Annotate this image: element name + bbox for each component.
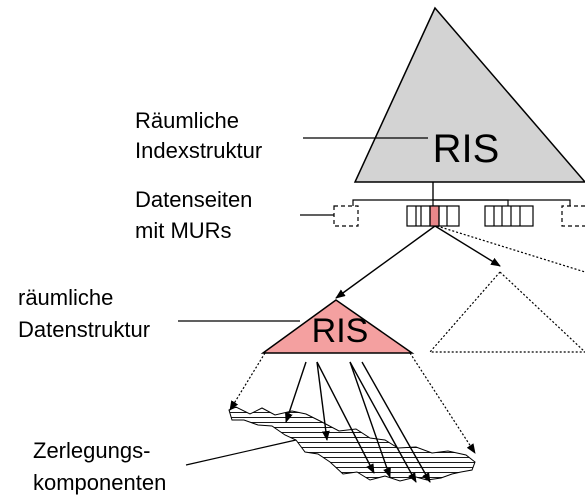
page-connectors (352, 182, 571, 206)
dotted-empty-triangle (428, 271, 585, 353)
label-decomp-line2: komponenten (33, 470, 166, 495)
dotted-ray-right (436, 225, 585, 273)
sub-ris-label: RIS (312, 312, 369, 350)
dotted-edge-left (229, 352, 266, 411)
data-page-plain (484, 205, 534, 227)
top-ris-label: RIS (433, 127, 500, 171)
arrow-to-sub-structure (335, 225, 436, 299)
decomposition-shape (228, 406, 476, 482)
component-arrows (285, 361, 431, 483)
highlighted-mur-cell (429, 205, 440, 227)
label-spatial-index-line2: Indexstruktur (135, 138, 262, 163)
dotted-edge-right (409, 352, 476, 454)
leader-decomp (185, 439, 297, 466)
label-decomp-line1: Zerlegungs- (33, 438, 150, 463)
arrow-to-dotted-triangle (434, 225, 501, 267)
data-page-dashed-left (333, 205, 359, 227)
label-spatial-ds-line2: Datenstruktur (18, 317, 150, 342)
data-page-highlighted (406, 205, 460, 227)
data-page-dashed-right (561, 205, 585, 227)
label-spatial-ds-line1: räumliche (18, 285, 113, 310)
sub-ris-triangle (260, 299, 415, 354)
label-spatial-index-line1: Räumliche (135, 108, 239, 133)
label-data-pages-line1: Datenseiten (135, 187, 252, 212)
label-data-pages-line2: mit MURs (135, 218, 232, 243)
